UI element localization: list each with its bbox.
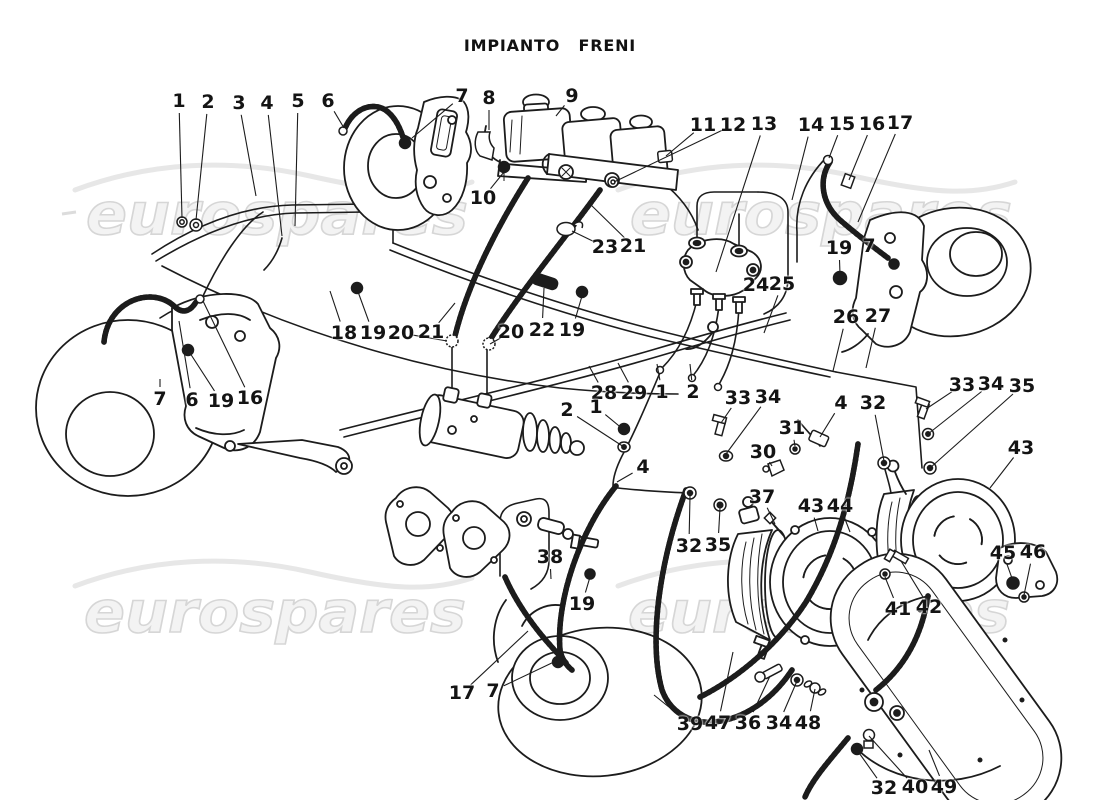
callout-16: 16 [858,113,886,135]
callout-5: 5 [291,90,305,112]
callout-21: 21 [619,235,647,257]
callout-2: 2 [560,399,574,421]
callout-20: 20 [497,321,525,343]
callout-8: 8 [482,87,496,109]
callout-41: 41 [884,598,912,620]
page-title: IMPIANTO FRENI [463,36,637,55]
callout-4: 4 [636,456,650,478]
callout-6: 6 [321,90,335,112]
callout-38: 38 [536,546,564,568]
callout-16: 16 [236,387,264,409]
callout-36: 36 [734,712,762,734]
flexible-hoses [101,106,931,800]
callout-32: 32 [859,392,887,414]
callout-25: 25 [768,273,796,295]
pedal-mount-plates [384,486,600,578]
callout-1: 1 [589,396,603,418]
callout-43: 43 [1007,437,1035,459]
callout-19: 19 [825,237,853,259]
callout-15: 15 [828,113,856,135]
callout-12: 12 [719,114,747,136]
callout-30: 30 [749,441,777,463]
front-left-disc-caliper [343,95,472,231]
callout-17: 17 [448,682,476,704]
callout-31: 31 [778,417,806,439]
callout-21: 21 [417,321,445,343]
callout-45: 45 [989,542,1017,564]
callout-18: 18 [330,322,358,344]
callout-2: 2 [201,91,215,113]
five-way-junction [679,236,762,350]
callout-4: 4 [260,92,274,114]
callout-23: 23 [591,236,619,258]
callout-33: 33 [948,374,976,396]
callout-10: 10 [469,187,497,209]
callout-39: 39 [676,713,704,735]
master-cylinder [418,386,585,459]
watermark-text: eurospares [84,578,466,646]
callout-22: 22 [528,319,556,341]
callout-35: 35 [704,534,732,556]
callout-29: 29 [620,382,648,404]
front-right-disc-caliper [35,293,353,497]
callout-49: 49 [930,776,958,798]
callout-7: 7 [455,85,469,107]
callout-14: 14 [797,114,825,136]
callout-24: 24 [742,274,770,296]
callout-43: 43 [797,495,825,517]
callout-28: 28 [590,382,618,404]
callout-19: 19 [568,593,596,615]
callout-3: 3 [232,92,246,114]
callout-35: 35 [1008,375,1036,397]
callout-42: 42 [915,596,943,618]
callout-1: 1 [655,381,669,403]
callout-2: 2 [686,381,700,403]
callout-19: 19 [558,319,586,341]
vacuum-tank [829,552,1063,800]
callout-32: 32 [675,535,703,557]
callout-40: 40 [901,776,929,798]
callout-7: 7 [153,388,167,410]
callout-47: 47 [704,712,732,734]
callout-37: 37 [748,486,776,508]
callout-20: 20 [387,322,415,344]
callout-48: 48 [794,712,822,734]
callout-13: 13 [750,113,778,135]
callout-leader-lines [159,103,1032,779]
callout-19: 19 [359,322,387,344]
callout-44: 44 [826,495,854,517]
callout-46: 46 [1019,541,1047,563]
callout-27: 27 [864,305,892,327]
callout-34: 34 [765,712,793,734]
callout-7: 7 [486,680,500,702]
callout-4: 4 [834,392,848,414]
callout-33: 33 [724,387,752,409]
callout-11: 11 [689,114,717,136]
callout-9: 9 [565,85,579,107]
callout-19: 19 [207,390,235,412]
callout-6: 6 [185,389,199,411]
callout-17: 17 [886,112,914,134]
callout-34: 34 [977,373,1005,395]
callout-32: 32 [870,777,898,799]
callout-26: 26 [832,306,860,328]
callout-7: 7 [862,235,876,257]
callout-34: 34 [754,386,782,408]
callout-1: 1 [172,90,186,112]
